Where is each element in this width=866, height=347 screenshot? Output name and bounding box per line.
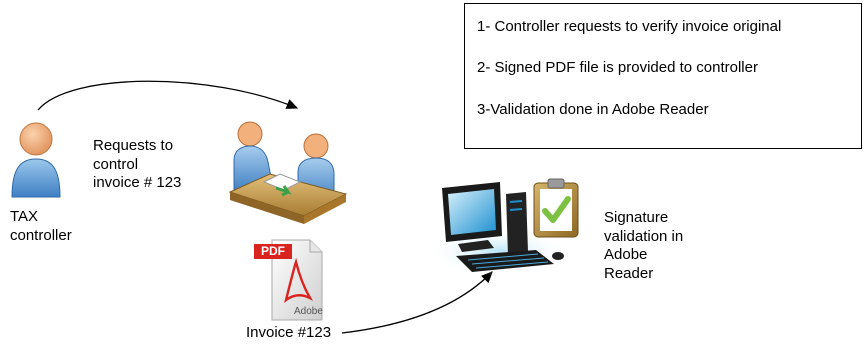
validation-label-line4: Reader — [604, 264, 654, 282]
pdf-page-graphic — [271, 239, 323, 321]
step-1: 1- Controller requests to verify invoice… — [477, 18, 782, 35]
validation-label: Signature validation in Adobe Reader — [604, 209, 683, 283]
arrow-to-computer — [341, 271, 493, 334]
clipboard-check-icon — [533, 178, 579, 238]
validation-label-line1: Signature — [604, 209, 669, 226]
steps-box: 1- Controller requests to verify invoice… — [464, 3, 862, 149]
request-label-line1: Requests to — [93, 137, 174, 154]
invoice-label: Invoice #123 — [246, 324, 332, 341]
validation-label-line3: Adobe — [604, 246, 648, 263]
step-3: 3-Validation done in Adobe Reader — [477, 101, 709, 118]
pdf-badge: PDF — [254, 244, 292, 259]
request-label: Requests to control invoice # 123 — [93, 137, 181, 193]
pdf-brand-text: Adobe — [294, 306, 323, 317]
actor-label: TAX controller — [10, 208, 72, 245]
request-label-line2: control — [93, 155, 139, 173]
arrow-to-meeting — [37, 80, 299, 111]
pdf-file-icon: PDF Adobe — [254, 238, 324, 322]
computer-icon — [426, 182, 570, 276]
actor-label-line2: controller — [10, 226, 72, 244]
validation-label-line2: validation in — [604, 227, 684, 245]
person-icon — [11, 122, 61, 198]
request-label-line3: invoice # 123 — [93, 174, 182, 191]
meeting-icon — [228, 121, 348, 224]
step-2: 2- Signed PDF file is provided to contro… — [477, 59, 758, 76]
actor-label-line1: TAX — [10, 208, 39, 225]
